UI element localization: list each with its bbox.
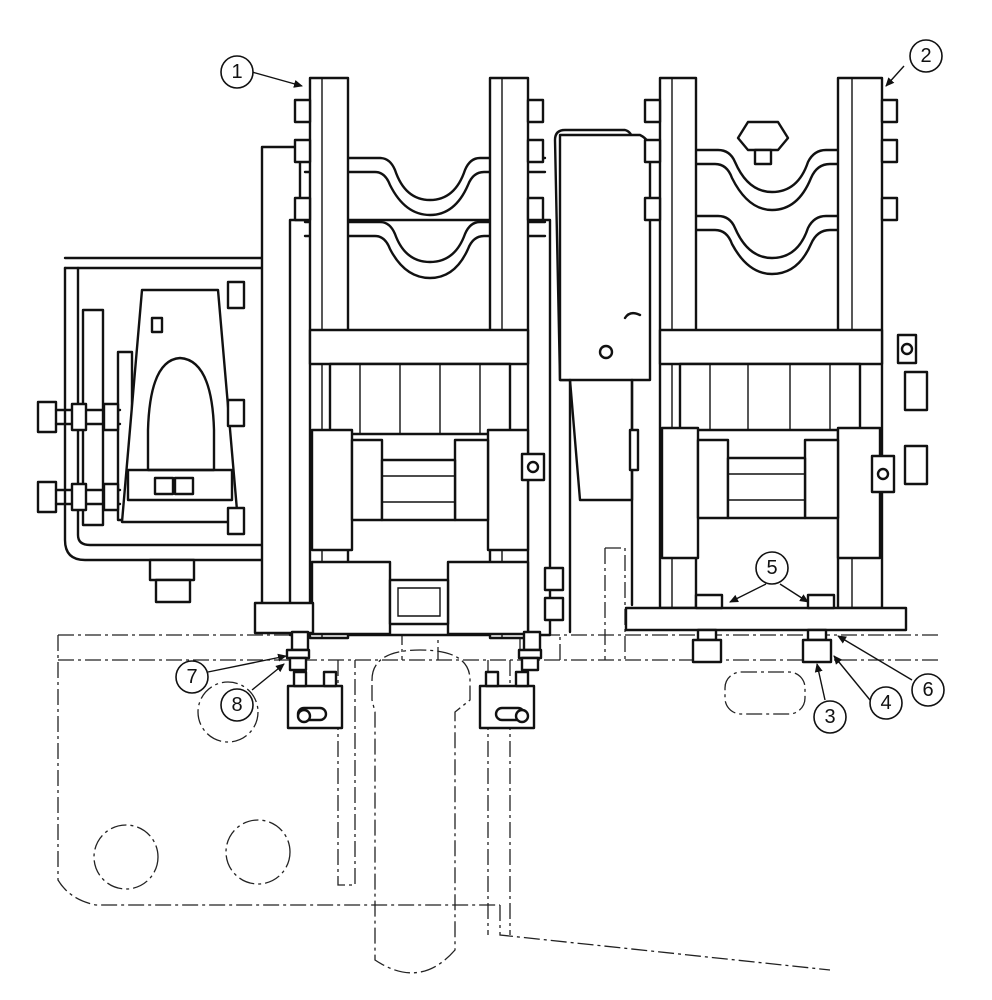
callout-4: 4 xyxy=(869,686,903,720)
callout-7-label: 7 xyxy=(186,666,197,688)
callout-2: 2 xyxy=(909,39,943,73)
callout-1: 1 xyxy=(220,55,254,89)
callout-8: 8 xyxy=(220,688,254,722)
callout-5-label: 5 xyxy=(766,557,777,579)
callout-4-label: 4 xyxy=(880,692,891,714)
callout-6: 6 xyxy=(911,673,945,707)
bottom-left-bolts xyxy=(285,648,543,672)
left-contact-block xyxy=(253,76,565,652)
callout-6-label: 6 xyxy=(922,679,933,701)
callout-2-label: 2 xyxy=(920,45,931,67)
left-housing xyxy=(36,145,302,619)
callout-1-label: 1 xyxy=(231,61,242,83)
callout-8-label: 8 xyxy=(231,694,242,716)
center-arc-chute xyxy=(553,128,652,634)
phantom-mounting-frame xyxy=(57,547,940,974)
leader-lines xyxy=(207,65,913,701)
callout-3-label: 3 xyxy=(824,706,835,728)
callout-5: 5 xyxy=(755,551,789,585)
right-contact-block xyxy=(624,76,929,664)
callout-7: 7 xyxy=(175,660,209,694)
mounting-clamps xyxy=(286,670,536,730)
callout-3: 3 xyxy=(813,700,847,734)
